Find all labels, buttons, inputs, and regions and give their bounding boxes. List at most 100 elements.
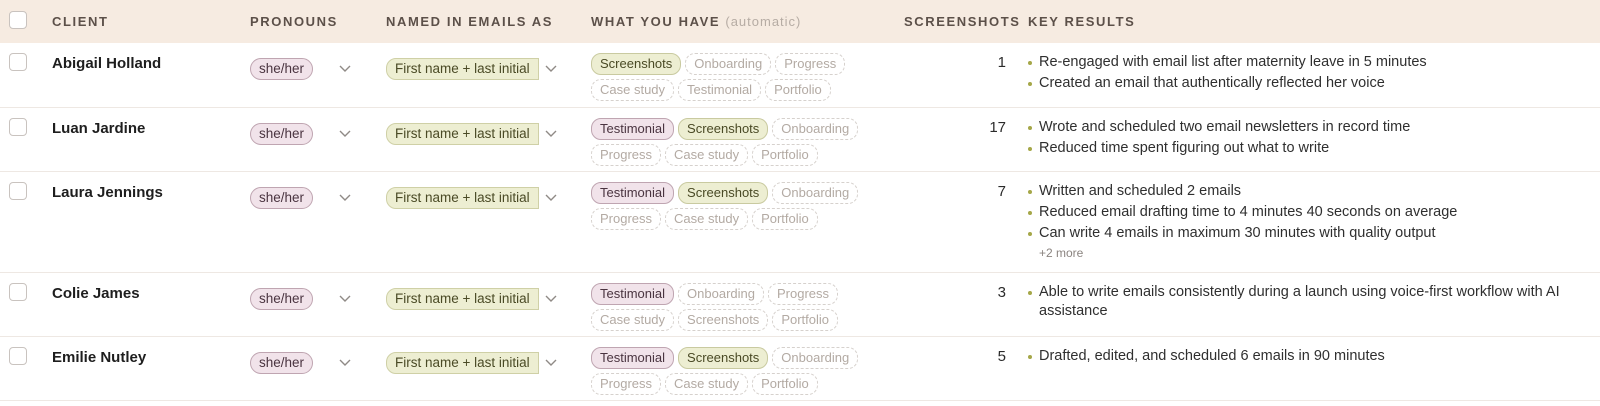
row-checkbox[interactable] xyxy=(9,346,27,365)
col-screenshots[interactable]: SCREENSHOTS xyxy=(904,14,1021,29)
asset-tag: Testimonial xyxy=(591,282,675,305)
named-as-pill[interactable]: First name + last initial xyxy=(386,351,539,374)
row-checkbox[interactable] xyxy=(9,117,27,136)
named-as-chevron-down-icon[interactable] xyxy=(545,125,557,141)
asset-tag: Portfolio xyxy=(772,308,839,331)
named-as-chevron-down-icon[interactable] xyxy=(545,354,557,370)
row-checkbox[interactable] xyxy=(9,181,27,200)
asset-tag: Onboarding xyxy=(685,53,772,75)
row-checkbox[interactable] xyxy=(9,282,27,301)
asset-tag: Case study xyxy=(665,372,749,395)
col-pronouns[interactable]: PRONOUNS xyxy=(250,14,338,29)
client-name[interactable]: Luan Jardine xyxy=(52,119,146,137)
named-as-chevron-down-icon[interactable] xyxy=(545,189,557,205)
asset-tag: Onboarding xyxy=(772,181,859,204)
asset-tag: Testimonial xyxy=(591,117,675,140)
named-as-pill[interactable]: First name + last initial xyxy=(386,58,539,80)
client-name[interactable]: Abigail Holland xyxy=(52,55,162,72)
key-result-item: Re-engaged with email list after materni… xyxy=(1026,53,1590,72)
key-result-item: Written and scheduled 2 emails xyxy=(1026,182,1590,201)
col-what-you-have-label: WHAT YOU HAVE xyxy=(591,14,721,29)
key-results-list: Wrote and scheduled two email newsletter… xyxy=(1026,118,1590,158)
asset-tag: Progress xyxy=(591,207,662,230)
asset-tag: Screenshots xyxy=(678,181,769,204)
key-results-list: Drafted, edited, and scheduled 6 emails … xyxy=(1026,347,1590,366)
col-key-results[interactable]: KEY RESULTS xyxy=(1028,14,1136,29)
pronouns-chevron-down-icon[interactable] xyxy=(339,354,351,370)
pronouns-chevron-down-icon[interactable] xyxy=(339,290,351,306)
asset-tag: Portfolio xyxy=(752,143,818,166)
key-results-list: Able to write emails consistently during… xyxy=(1026,283,1590,321)
asset-tag: Testimonial xyxy=(591,346,675,369)
pronouns-pill[interactable]: she/her xyxy=(250,122,314,145)
key-result-item: Reduced time spent figuring out what to … xyxy=(1026,139,1590,158)
key-result-item: Created an email that authentically refl… xyxy=(1026,74,1590,93)
asset-tag: Screenshots xyxy=(678,346,769,369)
key-result-item: Can write 4 emails in maximum 30 minutes… xyxy=(1026,224,1590,243)
pronouns-pill[interactable]: she/her xyxy=(250,287,314,310)
asset-tag: Portfolio xyxy=(752,372,818,395)
asset-tag: Case study xyxy=(591,79,675,101)
asset-tag: Case study xyxy=(665,143,749,166)
asset-tag: Case study xyxy=(591,308,675,331)
pronouns-pill[interactable]: she/her xyxy=(250,351,314,374)
table-row[interactable]: Laura Jennings she/her First name + last… xyxy=(0,171,1600,272)
screenshot-count: 17 xyxy=(989,118,1006,136)
named-as-pill[interactable]: First name + last initial xyxy=(386,122,539,145)
table-row[interactable]: Colie James she/her First name + last in… xyxy=(0,272,1600,336)
asset-tag: Testimonial xyxy=(591,181,675,204)
client-name[interactable]: Laura Jennings xyxy=(52,183,163,201)
col-what-you-have[interactable]: WHAT YOU HAVE (automatic) xyxy=(591,0,904,43)
pronouns-pill[interactable]: she/her xyxy=(250,186,314,209)
asset-tag: Testimonial xyxy=(678,79,762,101)
named-as-chevron-down-icon[interactable] xyxy=(545,290,557,306)
asset-tag: Screenshots xyxy=(678,308,769,331)
asset-tag: Onboarding xyxy=(678,282,764,305)
table-row[interactable]: Abigail Holland she/her First name + las… xyxy=(0,43,1600,107)
asset-tag: Progress xyxy=(775,53,846,75)
screenshot-count: 7 xyxy=(997,182,1006,200)
asset-tag: Screenshots xyxy=(678,117,769,140)
key-results-list: Re-engaged with email list after materni… xyxy=(1026,53,1590,93)
asset-tag: Screenshots xyxy=(591,53,682,75)
asset-tag: Onboarding xyxy=(772,346,859,369)
named-as-pill[interactable]: First name + last initial xyxy=(386,287,539,310)
pronouns-chevron-down-icon[interactable] xyxy=(339,125,351,141)
named-as-pill[interactable]: First name + last initial xyxy=(386,186,539,209)
pronouns-pill[interactable]: she/her xyxy=(250,58,314,80)
asset-tag: Portfolio xyxy=(765,79,831,101)
asset-tag: Progress xyxy=(767,282,839,305)
key-result-item: Reduced email drafting time to 4 minutes… xyxy=(1026,203,1590,222)
asset-tag: Progress xyxy=(591,372,662,395)
table-row[interactable]: Luan Jardine she/her First name + last i… xyxy=(0,107,1600,171)
key-result-item: Able to write emails consistently during… xyxy=(1026,283,1590,321)
col-named[interactable]: NAMED IN EMAILS AS xyxy=(386,14,553,29)
asset-tag: Case study xyxy=(665,207,749,230)
client-name[interactable]: Emilie Nutley xyxy=(52,348,147,366)
key-result-item: Wrote and scheduled two email newsletter… xyxy=(1026,118,1590,137)
named-as-chevron-down-icon[interactable] xyxy=(545,60,557,76)
select-all-checkbox[interactable] xyxy=(9,11,27,29)
table-row[interactable]: Emilie Nutley she/her First name + last … xyxy=(0,336,1600,400)
asset-tag: Onboarding xyxy=(772,117,859,140)
asset-tag: Progress xyxy=(591,143,662,166)
row-checkbox[interactable] xyxy=(9,53,27,71)
pronouns-chevron-down-icon[interactable] xyxy=(339,189,351,205)
pronouns-chevron-down-icon[interactable] xyxy=(339,60,351,76)
screenshot-count: 3 xyxy=(997,283,1006,301)
key-result-item: Drafted, edited, and scheduled 6 emails … xyxy=(1026,347,1590,366)
asset-tag: Portfolio xyxy=(752,207,818,230)
col-client[interactable]: CLIENT xyxy=(52,14,109,29)
screenshot-count: 5 xyxy=(997,347,1006,365)
table-header: CLIENT PRONOUNS NAMED IN EMAILS AS WHAT … xyxy=(0,0,1600,43)
more-results-link[interactable]: +2 more xyxy=(1039,245,1084,260)
col-what-you-have-note: (automatic) xyxy=(725,14,802,29)
client-name[interactable]: Colie James xyxy=(52,284,140,302)
